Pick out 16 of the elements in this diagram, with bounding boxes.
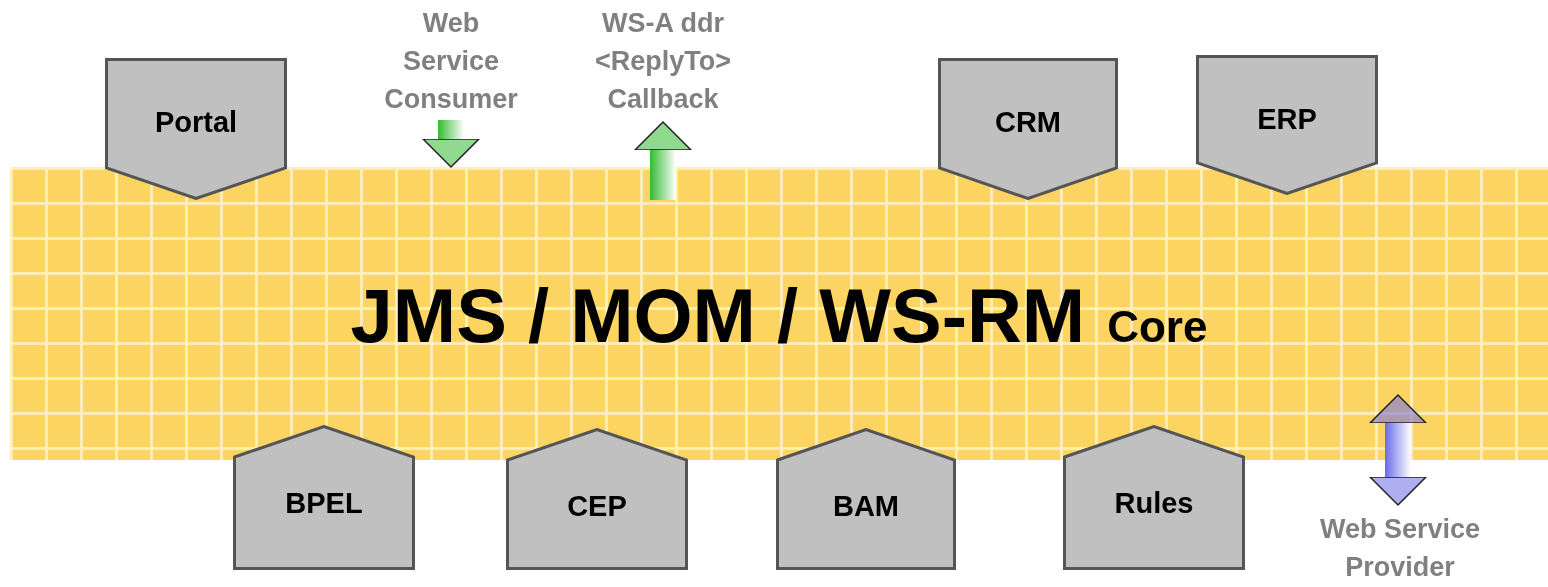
bus-title: JMS / MOM / WS-RM [350,272,1086,359]
arrow-caption: Web Service Provider [1318,513,1482,584]
message-bus-band [10,167,1548,460]
block-arrow [422,120,480,168]
bus-subtitle: Core [1107,302,1208,352]
tab-label: BPEL [284,487,364,520]
block-arrow [634,121,692,200]
tab-label: ERP [1256,103,1318,136]
tab-label: CRM [993,106,1062,139]
tab-label: Portal [153,106,239,139]
arrow-caption: Web Service Consumer [383,7,519,116]
tab-label: CEP [566,490,628,523]
arrow-caption: WS-A ddr <ReplyTo> Callback [593,7,732,116]
block-arrow [1369,394,1427,506]
tab-label: BAM [831,490,900,523]
tab-label: Rules [1113,487,1195,520]
